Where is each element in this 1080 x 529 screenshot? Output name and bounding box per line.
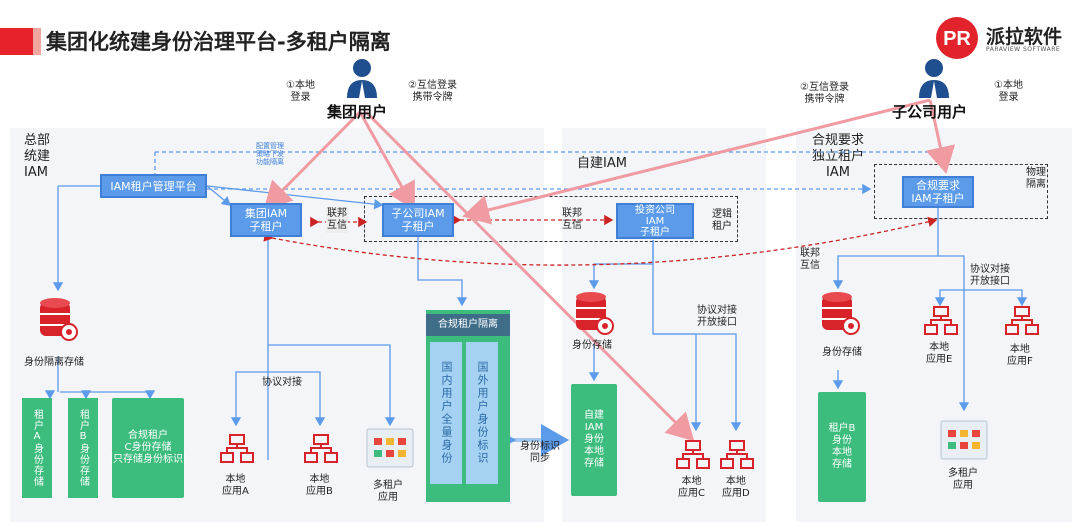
config-note: 配置管理 策略下发 功能隔离 (256, 142, 284, 166)
paraview-logo-icon: PR (936, 17, 978, 59)
app-d-label: 本地 应用D (722, 476, 750, 499)
logical-tenant-label: 逻辑 租户 (712, 209, 732, 232)
tenant-b-local-storage: 租户B 身份 本地 存储 (818, 392, 866, 502)
compliance-iam-subtenant[interactable]: 合规要求 IAM子租户 (902, 176, 974, 208)
identity-sync-label: 身份标识 同步 (520, 441, 560, 464)
federation-trust-1: 联邦 互信 (326, 207, 348, 233)
app-d-icon (720, 440, 754, 470)
right-storage-db-icon (820, 292, 860, 336)
protocol-open-right: 协议对接 开放接口 (970, 264, 1010, 287)
app-e-icon (924, 306, 958, 336)
logo-subtitle: PARAVIEW SOFTWARE (986, 46, 1061, 53)
compliance-isolation-head: 合规租户隔离 (426, 314, 510, 336)
group-user-label: 集团用户 (327, 103, 388, 121)
title-accent-bar (0, 28, 33, 55)
multi-tenant-app-left-label: 多租户 应用 (373, 480, 403, 503)
multi-tenant-app-right-icon (940, 420, 988, 460)
local-login-right: ①本地 登录 (994, 80, 1023, 103)
right-storage-label: 身份存储 (822, 347, 862, 358)
foreign-identity-marker: 国外用户身份标识 (466, 342, 498, 484)
domestic-full-identity: 国内用户全量身份 (430, 342, 462, 484)
self-built-panel-title: 自建IAM (577, 156, 627, 171)
isolated-storage-label: 身份隔离存储 (24, 357, 84, 368)
app-c-label: 本地 应用C (678, 476, 705, 499)
self-built-local-storage: 自建 IAM 身份 本地 存储 (571, 384, 617, 496)
page-title: 集团化统建身份治理平台-多租户隔离 (46, 30, 391, 54)
compliance-tenant-c-storage: 合规租户 C身份存储 (只存储身份标识) (109, 398, 187, 498)
mid-storage-label: 身份存储 (572, 340, 612, 351)
app-b-label: 本地 应用B (306, 474, 333, 497)
svg-text:PR: PR (943, 28, 971, 50)
sub-user-label: 子公司用户 (892, 103, 968, 121)
mid-storage-db-icon (574, 292, 614, 336)
trust-login-left: ②互信登录 携带令牌 (408, 80, 457, 103)
protocol-open-mid: 协议对接 开放接口 (697, 305, 737, 328)
app-e-label: 本地 应用E (926, 342, 953, 365)
local-login-left: ①本地 登录 (286, 80, 315, 103)
logo-name: 派拉软件 (986, 26, 1063, 48)
group-iam-subtenant[interactable]: 集团IAM 子租户 (230, 203, 302, 237)
app-f-icon (1005, 306, 1039, 336)
app-a-icon (220, 434, 254, 464)
trust-login-right: ②互信登录 携带令牌 (800, 82, 849, 105)
federation-trust-2: 联邦 互信 (562, 208, 582, 231)
tenant-management-platform[interactable]: IAM租户管理平台 (100, 174, 207, 198)
app-a-label: 本地 应用A (222, 474, 249, 497)
app-f-label: 本地 应用F (1007, 344, 1033, 367)
invest-company-iam-subtenant[interactable]: 投资公司 IAM 子租户 (616, 203, 694, 239)
sub-user-icon (917, 58, 951, 98)
physical-isolation-label: 物理 隔离 (1026, 167, 1046, 190)
compliance-panel-title: 合规要求 独立租户 IAM (812, 133, 865, 180)
title-accent-bar-light (33, 28, 41, 55)
protocol-connect-label: 协议对接 (262, 377, 302, 388)
federation-trust-3: 联邦 互信 (800, 248, 820, 271)
multi-tenant-app-left-icon (366, 428, 414, 468)
hq-panel-title: 总部 统建 IAM (24, 133, 51, 180)
app-c-icon (676, 440, 710, 470)
isolated-storage-db-icon (38, 298, 78, 342)
tenant-a-storage: 租户A身份存储 (22, 398, 52, 498)
multi-tenant-app-right-label: 多租户 应用 (948, 468, 978, 491)
physical-isolation-boundary (874, 164, 1048, 219)
tenant-b-storage: 租户B身份存储 (68, 398, 98, 498)
app-b-icon (304, 434, 338, 464)
sub-company-iam-subtenant[interactable]: 子公司IAM 子租户 (382, 203, 454, 237)
group-user-icon (345, 58, 379, 98)
